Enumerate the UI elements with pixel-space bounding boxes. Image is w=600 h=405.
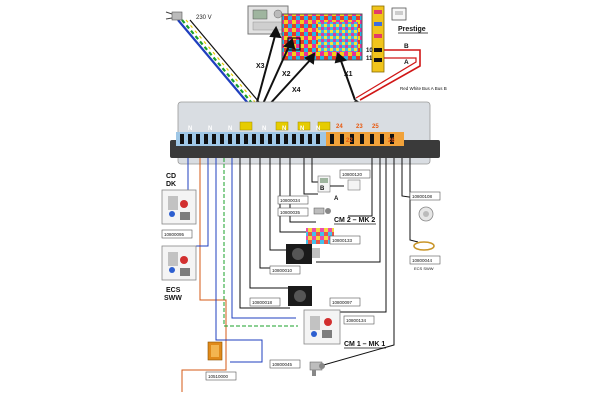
terminal-number: 25 <box>372 124 379 130</box>
thermostat-part-box-1 <box>339 169 371 179</box>
valve-part-box-top <box>329 235 361 245</box>
thermostat-part-3: 10800035 <box>280 210 301 215</box>
red-white-label: Red White <box>400 86 422 91</box>
cd-label: CD <box>166 173 176 180</box>
valve-part-box-mid <box>329 297 361 307</box>
terminal-block <box>170 101 440 165</box>
cd-part-box <box>161 229 193 239</box>
remote-sensor-icon <box>347 179 361 191</box>
bus-label: Bus A Bus B <box>422 86 447 91</box>
sww-label: SWW <box>164 295 182 302</box>
pin-10-label: 10 <box>366 48 373 54</box>
ecs-part-number: 10800044 <box>412 258 433 263</box>
pump-icon-2 <box>288 286 312 306</box>
clamp-sensor-icon <box>313 207 331 215</box>
terminal-number: 23 <box>356 124 363 130</box>
letter-b: B <box>320 186 325 192</box>
prestige-module <box>371 5 385 73</box>
power-label: 230 V <box>196 15 212 21</box>
ecs-module-icon <box>161 245 197 281</box>
mixing-valve-icon-top <box>306 228 334 244</box>
dk-label: DK <box>166 181 176 188</box>
terminal-number: N <box>228 126 232 132</box>
prestige-label: Prestige <box>398 26 426 33</box>
valve-part-low: 10800134 <box>346 318 367 323</box>
terminal-number: N <box>300 126 304 132</box>
connector-label-x1: X1 <box>344 71 353 78</box>
cm2-label: CM 2 – MK 2 <box>334 217 375 224</box>
room-thermostat-icon <box>317 175 331 193</box>
thermostat-part-1: 10800120 <box>342 172 363 177</box>
ecs-part-box <box>409 255 441 265</box>
terminal-number: N <box>208 126 212 132</box>
thermostat-part-2: 10800034 <box>280 198 301 203</box>
outdoor-part-box <box>409 191 441 201</box>
power-cable <box>177 19 265 109</box>
ecs-sww-label: ECS SWW <box>414 266 434 271</box>
outdoor-sensor-icon <box>418 206 434 222</box>
valve-part-top: 10800133 <box>332 238 353 243</box>
device-icon-top-right <box>391 7 407 21</box>
connector-arrows <box>255 25 356 107</box>
pump-part-1: 10800010 <box>272 268 293 273</box>
sensor-part-box <box>205 371 237 381</box>
cm1-label: CM 1 – MK 1 <box>344 341 385 348</box>
valve-part-bottom: 10800045 <box>272 362 293 367</box>
terminal-number: N <box>262 126 266 132</box>
outdoor-part-number: 10800108 <box>412 194 433 199</box>
terminal-number: 24 <box>336 124 343 130</box>
cd-part-number: 10800095 <box>164 232 185 237</box>
valve-part-box-bottom <box>269 359 301 369</box>
bus-b-letter: B <box>404 43 409 50</box>
valve-part-mid: 10800097 <box>332 300 353 305</box>
connector-label-x3: X3 <box>256 63 265 70</box>
bus-a-letter: A <box>404 59 409 66</box>
terminal-number: N <box>188 126 192 132</box>
pump-icon-1 <box>286 244 320 264</box>
connector-label-x4: X4 <box>292 87 301 94</box>
connector-label-x2: X2 <box>282 71 291 78</box>
pump-part-box-2 <box>249 297 281 307</box>
thermostat-part-box-3 <box>277 207 309 217</box>
valve-part-box-low <box>343 315 375 325</box>
letter-a: A <box>334 196 339 202</box>
terminal-number: 26 <box>388 138 395 144</box>
sensor-icon <box>207 341 223 361</box>
bus-cable <box>355 49 421 101</box>
cm1-module-icon <box>303 309 341 345</box>
clamp-sensor-icon-bottom <box>309 361 325 376</box>
circuit-board <box>281 13 363 61</box>
terminal-number: 22 <box>346 138 353 144</box>
pump-part-2: 10800018 <box>252 300 273 305</box>
terminal-number: N <box>316 126 320 132</box>
thermostat-part-box-2 <box>277 195 309 205</box>
ecs-label: ECS <box>166 287 181 294</box>
ecs-sensor-icon <box>413 241 435 251</box>
pin-11-label: 11 <box>366 56 373 62</box>
terminal-number: N <box>282 126 286 132</box>
plug-icon <box>165 11 183 21</box>
cd-module-icon <box>161 189 197 225</box>
pump-part-box-1 <box>269 265 301 275</box>
terminal-numbers: N N N N N N N 24 23 25 22 26 <box>188 124 395 144</box>
sensor-part-number: 10510000 <box>208 374 229 379</box>
